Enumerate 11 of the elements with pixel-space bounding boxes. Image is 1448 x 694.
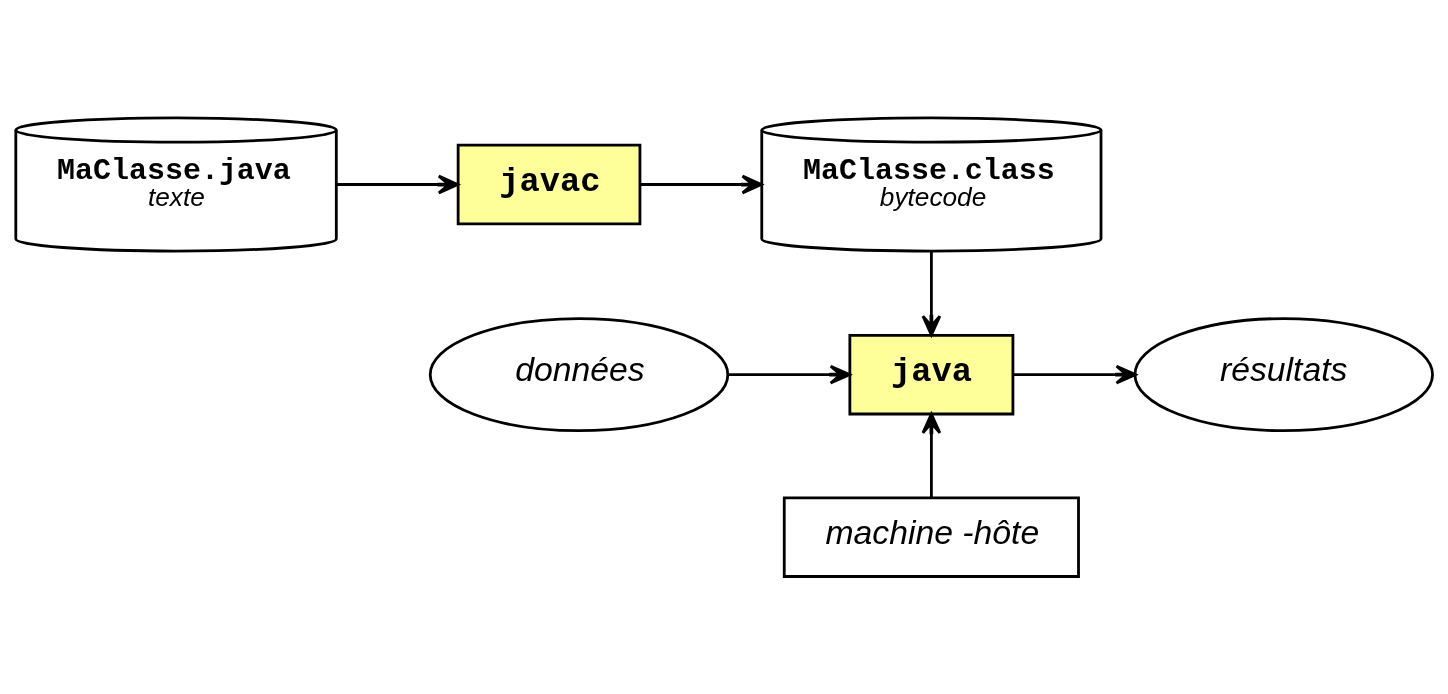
arrow (921, 251, 942, 337)
node-ellipse: données (428, 317, 730, 433)
arrow (1013, 364, 1137, 385)
arrow (921, 412, 942, 498)
node-ellipse: résultats (1133, 317, 1434, 433)
node-box: java (848, 333, 1015, 416)
arrow (640, 174, 763, 195)
arrow (336, 174, 460, 195)
arrow (727, 364, 851, 385)
node-box: javac (456, 143, 642, 226)
node-box: machine -hôte (782, 496, 1080, 578)
